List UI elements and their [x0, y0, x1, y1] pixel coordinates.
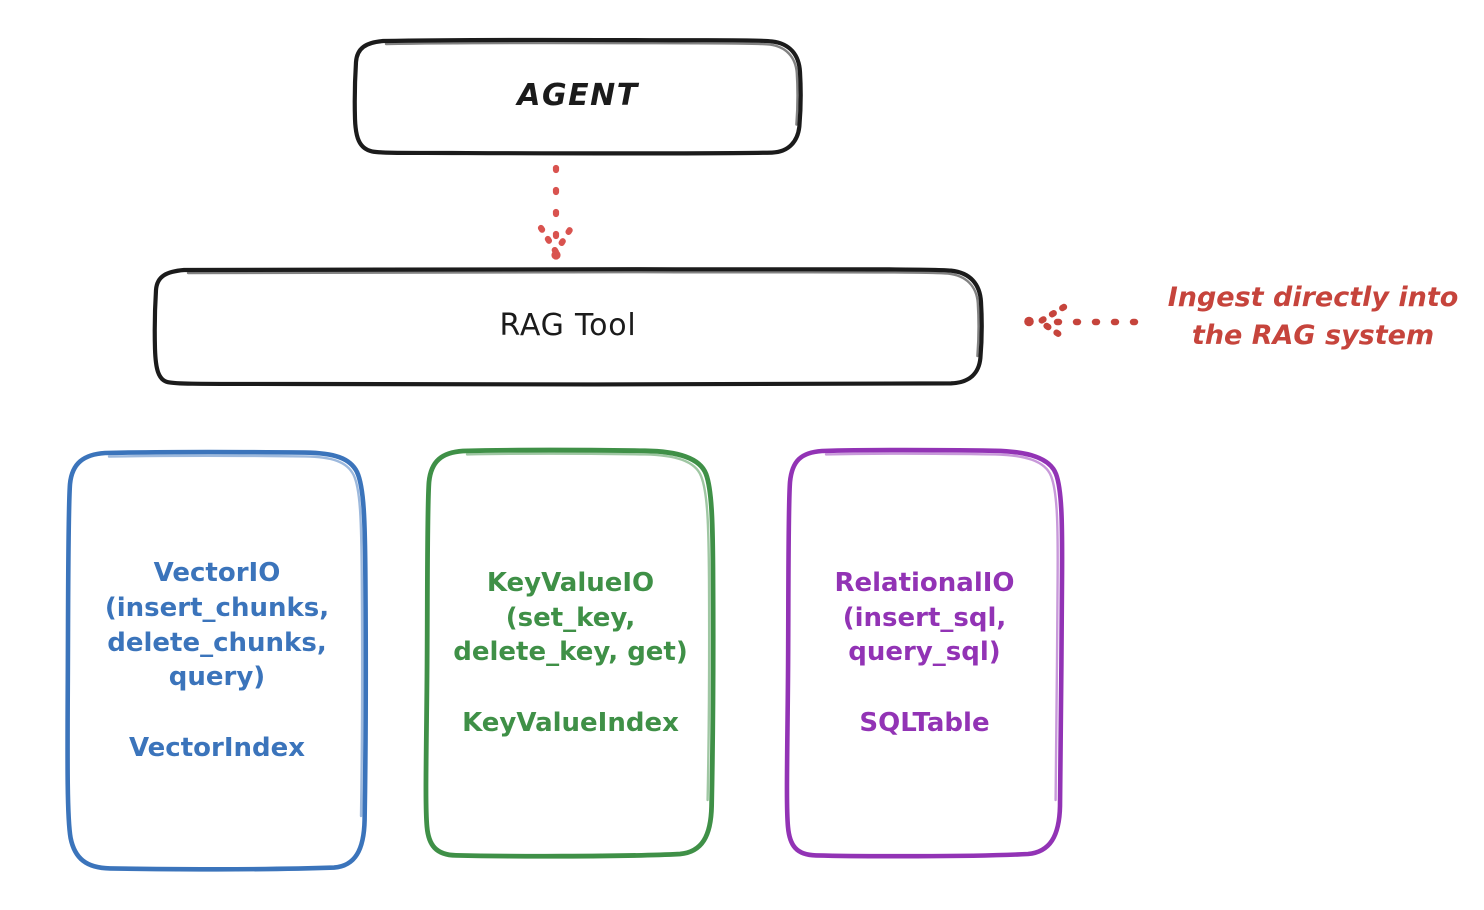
sql-table-label: SQLTable — [859, 708, 990, 738]
vector-io-label: VectorIO (insert_chunks, delete_chunks, … — [104, 558, 330, 693]
agent-label: AGENT — [517, 78, 639, 114]
agent-to-rag-arrow — [537, 164, 575, 260]
node-agent[interactable]: AGENT — [355, 40, 801, 153]
rag-tool-label: RAG Tool — [499, 307, 637, 343]
ingest-annotation-text: Ingest directly into the RAG system — [1167, 282, 1459, 352]
relational-io-label: RelationalIO (insert_sql, query_sql) — [834, 568, 1015, 668]
key-value-io-label: KeyValueIO (set_key, delete_key, get) — [453, 568, 688, 668]
ingest-arrow — [1024, 303, 1139, 341]
node-vector-io[interactable]: VectorIO (insert_chunks, delete_chunks, … — [68, 452, 366, 869]
node-rag-tool[interactable]: RAG Tool — [155, 269, 981, 383]
vector-index-label: VectorIndex — [128, 732, 306, 763]
key-value-index-label: KeyValueIndex — [462, 708, 679, 738]
node-key-value-io[interactable]: KeyValueIO (set_key, delete_key, get) Ke… — [428, 450, 713, 856]
node-relational-io[interactable]: RelationalIO (insert_sql, query_sql) SQL… — [788, 450, 1061, 856]
